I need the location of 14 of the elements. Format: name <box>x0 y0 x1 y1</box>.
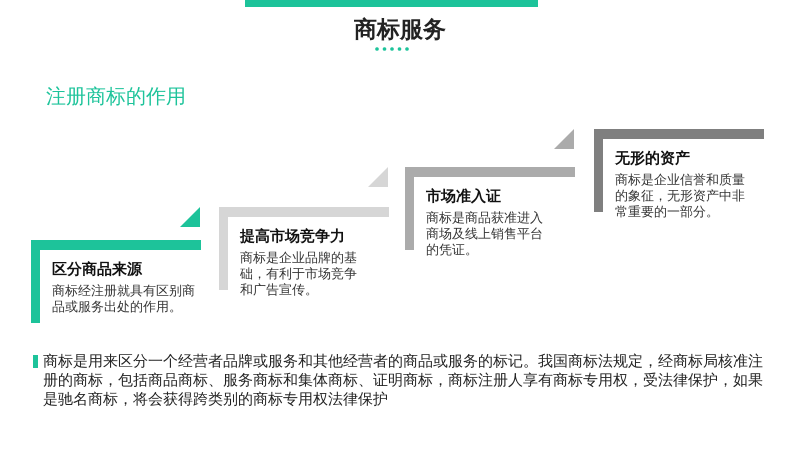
title: 商标服务 <box>354 16 446 45</box>
step-arrow <box>554 129 574 149</box>
step-arrow <box>180 207 200 227</box>
step-heading: 无形的资产 <box>615 148 690 168</box>
step-description: 商标经注册就具有区别商品或服务出处的作用。 <box>52 284 196 316</box>
step-arrow <box>368 167 388 187</box>
step-heading: 市场准入证 <box>426 186 501 206</box>
section-heading: 注册商标的作用 <box>46 84 186 108</box>
step-heading: 提高市场竞争力 <box>240 226 345 246</box>
step-description: 商标是商品获准进入商场及线上销售平台的凭证。 <box>426 211 544 259</box>
step-heading: 区分商品来源 <box>52 259 142 279</box>
step-description: 商标是企业品牌的基础，有利于市场竞争和广告宣传。 <box>240 251 358 299</box>
description-text: 商标是用来区分一个经营者品牌或服务和其他经营者的商品或服务的标记。我国商标法规定，经商标局核准注册的商标，包括商品商标、服务商标和集体商标、证明商标，商标注册人享有商标专用权，受法律保护，如果是驰名商标，将会获得跨类别的商标专用权法律保护 <box>43 352 764 409</box>
step-description: 商标是企业信誉和质量的象征，无形资产中非常重要的一部分。 <box>615 173 746 221</box>
